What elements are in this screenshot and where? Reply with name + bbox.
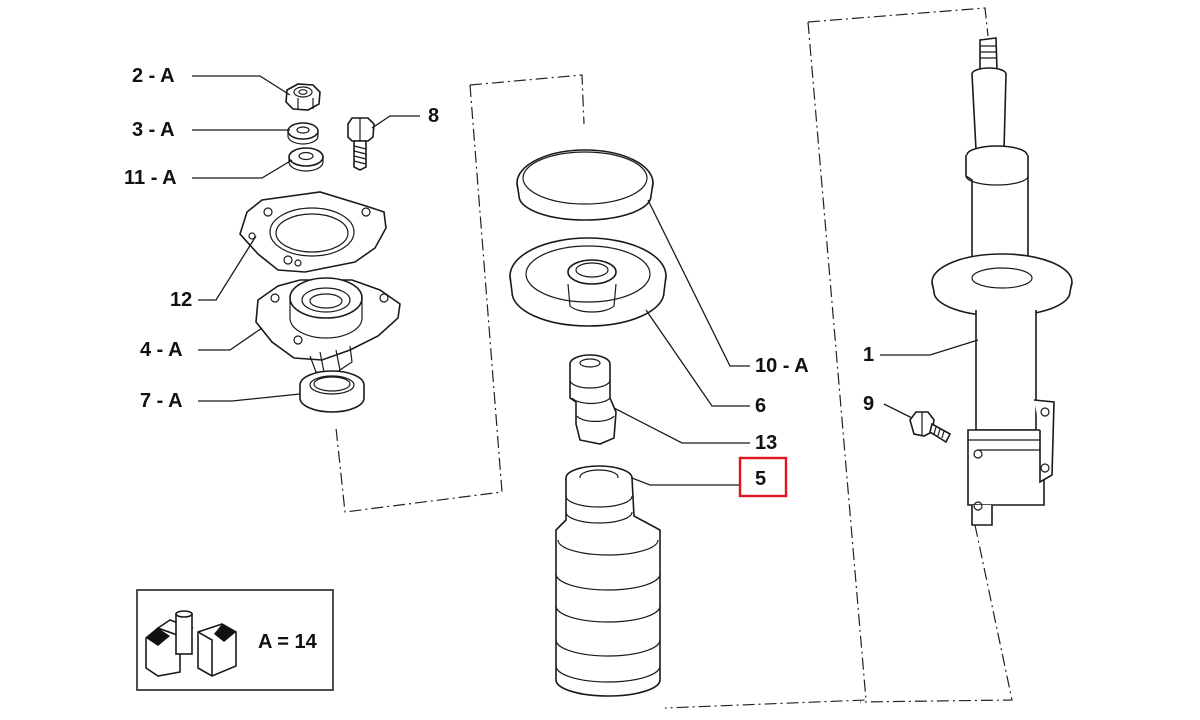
part-3-washer [287,122,319,145]
group-outlines [335,7,1013,709]
part-8-bolt [347,117,375,171]
part-11-washer [288,147,324,172]
group-outline-right-left [664,21,867,709]
label-part-2: 2 - A [132,65,175,87]
legend-box: A = 14 [136,589,334,691]
part-9-bolt [909,411,952,444]
label-part-5: 5 [755,468,766,490]
part-2-nut [285,83,321,111]
part-12-mount-plate [239,191,387,273]
label-part-13: 13 [755,432,777,454]
group-outline-center-left [335,84,503,513]
highlight-box-part-5 [738,456,788,498]
label-part-6: 6 [755,395,766,417]
part-5-dust-boot [555,465,661,697]
leader-lines [192,75,979,486]
part-7-bearing [299,370,365,413]
label-part-11: 11 - A [124,167,177,189]
label-part-12: 12 [170,289,192,311]
label-part-4: 4 - A [140,339,183,361]
group-outline-center-top [469,74,585,125]
label-part-10: 10 - A [755,355,809,377]
fiat-parts-box-icon [145,610,237,677]
legend-text: A = 14 [258,631,318,653]
label-part-8: 8 [428,105,439,127]
part-labels: 2 - A 3 - A 11 - A 8 12 4 - A 7 - A 10 -… [124,65,874,490]
part-13-bump-stop [569,354,617,445]
label-part-9: 9 [863,393,874,415]
part-6-spring-seat [509,237,667,327]
group-outline-right-bottom [859,524,1013,703]
label-part-1: 1 [863,344,874,366]
group-outline-right-top [807,7,989,37]
part-1-shock-absorber [931,37,1073,526]
label-part-3: 3 - A [132,119,175,141]
part-10-dust-cap [516,149,654,221]
label-part-7: 7 - A [140,390,183,412]
part-4-strut-mount [255,277,401,375]
